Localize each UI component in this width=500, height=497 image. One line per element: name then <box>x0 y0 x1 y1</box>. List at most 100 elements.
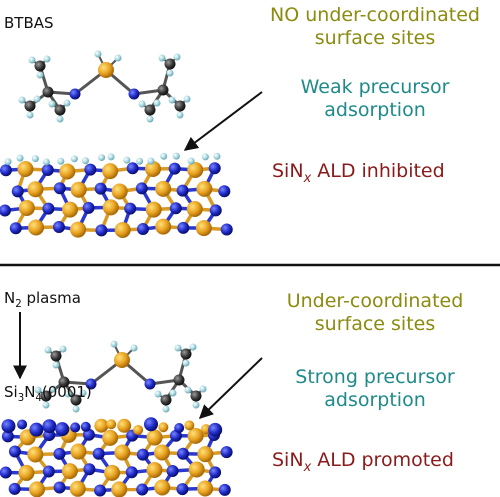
silicon-atom <box>114 444 131 461</box>
carbon-atom <box>164 58 176 70</box>
hydrogen-atom <box>189 343 197 351</box>
nitrogen-atom <box>69 88 81 100</box>
hydrogen-atom <box>114 54 122 62</box>
nitrogen-atom <box>82 201 95 214</box>
nitrogen-atom <box>218 185 231 198</box>
carbon-atom <box>34 60 46 72</box>
carbon-atom <box>157 84 169 96</box>
surface-atom <box>208 422 223 437</box>
silicon-atom <box>146 429 163 446</box>
surface-atom <box>174 423 185 434</box>
hydrogen-atom <box>63 99 71 107</box>
carbon-atom <box>70 394 82 406</box>
substrate-b: N <box>24 383 36 401</box>
nitrogen-atom <box>176 483 189 496</box>
silicon-atom <box>28 481 45 497</box>
molecule-label: BTBAS <box>4 14 54 32</box>
silicon-atom <box>102 163 119 180</box>
nitrogen-atom <box>9 222 22 235</box>
nitrogen-atom <box>42 202 55 215</box>
hydrogen-atom <box>44 346 52 354</box>
hydrogen-atom <box>187 157 195 165</box>
nitrogen-atom <box>0 466 12 479</box>
carbon-atom <box>190 390 202 402</box>
carbon-atom <box>40 390 52 402</box>
nitrogen-atom <box>0 164 12 177</box>
hydrogen-atom <box>34 386 42 394</box>
silicon-atom <box>153 444 170 461</box>
substrate-sub2: 4 <box>35 393 42 404</box>
hydrogen-atom <box>52 361 60 369</box>
hydrogen-atom <box>72 405 80 413</box>
carbon-atom <box>173 374 185 386</box>
top-adsorption-line2: adsorption <box>324 98 426 121</box>
top-surface-line2: surface sites <box>314 26 436 49</box>
nitrogen-atom <box>53 481 66 494</box>
bottom-adsorption-arrow <box>198 357 263 419</box>
substrate-label: Si3N4(0001) <box>4 383 92 405</box>
hydrogen-atom <box>98 154 106 162</box>
hydrogen-atom <box>79 389 87 397</box>
carbon-atom <box>24 100 36 112</box>
top-adsorption-label: Weak precursor adsorption <box>255 76 495 122</box>
hydrogen-atom <box>160 152 168 160</box>
hydrogen-atom <box>26 111 34 119</box>
hydrogen-atom <box>70 155 78 163</box>
bottom-adsorption-line1: Strong precursor <box>295 366 455 388</box>
silicon-atom <box>70 181 87 198</box>
hydrogen-atom <box>146 115 154 123</box>
silicon-atom <box>59 163 76 180</box>
nitrogen-atom <box>53 182 66 195</box>
hydrogen-atom <box>18 96 26 104</box>
hydrogen-atom <box>110 340 118 348</box>
silicon-atom <box>18 464 35 481</box>
silicon-atom <box>111 481 128 497</box>
nitrogen-atom <box>209 204 222 217</box>
nitrogen-atom <box>41 164 54 177</box>
surface-atom <box>42 419 57 434</box>
hydrogen-atom <box>43 55 51 63</box>
nitrogen-atom <box>135 182 148 195</box>
nitrogen-atom <box>136 223 149 236</box>
hydrogen-atom <box>16 154 24 162</box>
hydrogen-atom <box>154 390 162 398</box>
surface-atom <box>80 421 91 432</box>
carbon-atom <box>174 100 186 112</box>
carbon-atom <box>160 394 172 406</box>
carbon-atom <box>42 86 54 98</box>
silicon-atom <box>62 201 79 218</box>
hydrogen-atom <box>59 345 67 353</box>
silicon-atom <box>27 181 44 198</box>
hydrogen-atom <box>201 153 209 161</box>
surface-atom <box>144 417 159 432</box>
bottom-ald-sub: x <box>303 459 312 475</box>
hydrogen-atom <box>48 100 56 108</box>
bottom-adsorption-label: Strong precursor adsorption <box>255 366 495 412</box>
silicon-atom <box>70 443 87 460</box>
hydrogen-atom <box>169 389 177 397</box>
bottom-ald-prefix: SiN <box>272 449 304 471</box>
hydrogen-atom <box>56 115 64 123</box>
hydrogen-atom <box>192 401 200 409</box>
top-adsorption-line1: Weak precursor <box>300 76 450 98</box>
nitrogen-atom <box>168 162 181 175</box>
nitrogen-atom <box>92 447 105 460</box>
hydrogen-atom <box>213 152 221 160</box>
hydrogen-atom <box>184 386 192 394</box>
nitrogen-atom <box>144 378 156 390</box>
nitrogen-atom <box>8 482 21 495</box>
silicon-atom <box>27 446 44 463</box>
silicon-atom <box>197 446 214 463</box>
carbon-atom <box>180 348 192 360</box>
nitrogen-atom <box>220 223 233 236</box>
nitrogen-atom <box>128 88 140 100</box>
hydrogen-atom <box>172 152 180 160</box>
silicon-atom <box>144 160 161 177</box>
bottom-surface-sites-label: Under-coordinated surface sites <box>255 290 495 336</box>
nitrogen-atom <box>0 204 11 217</box>
hydrogen-atom <box>82 157 90 165</box>
surface-atom <box>106 419 117 430</box>
silicon-atom <box>17 160 34 177</box>
hydrogen-atom <box>42 158 50 166</box>
hydrogen-atom <box>136 157 144 165</box>
